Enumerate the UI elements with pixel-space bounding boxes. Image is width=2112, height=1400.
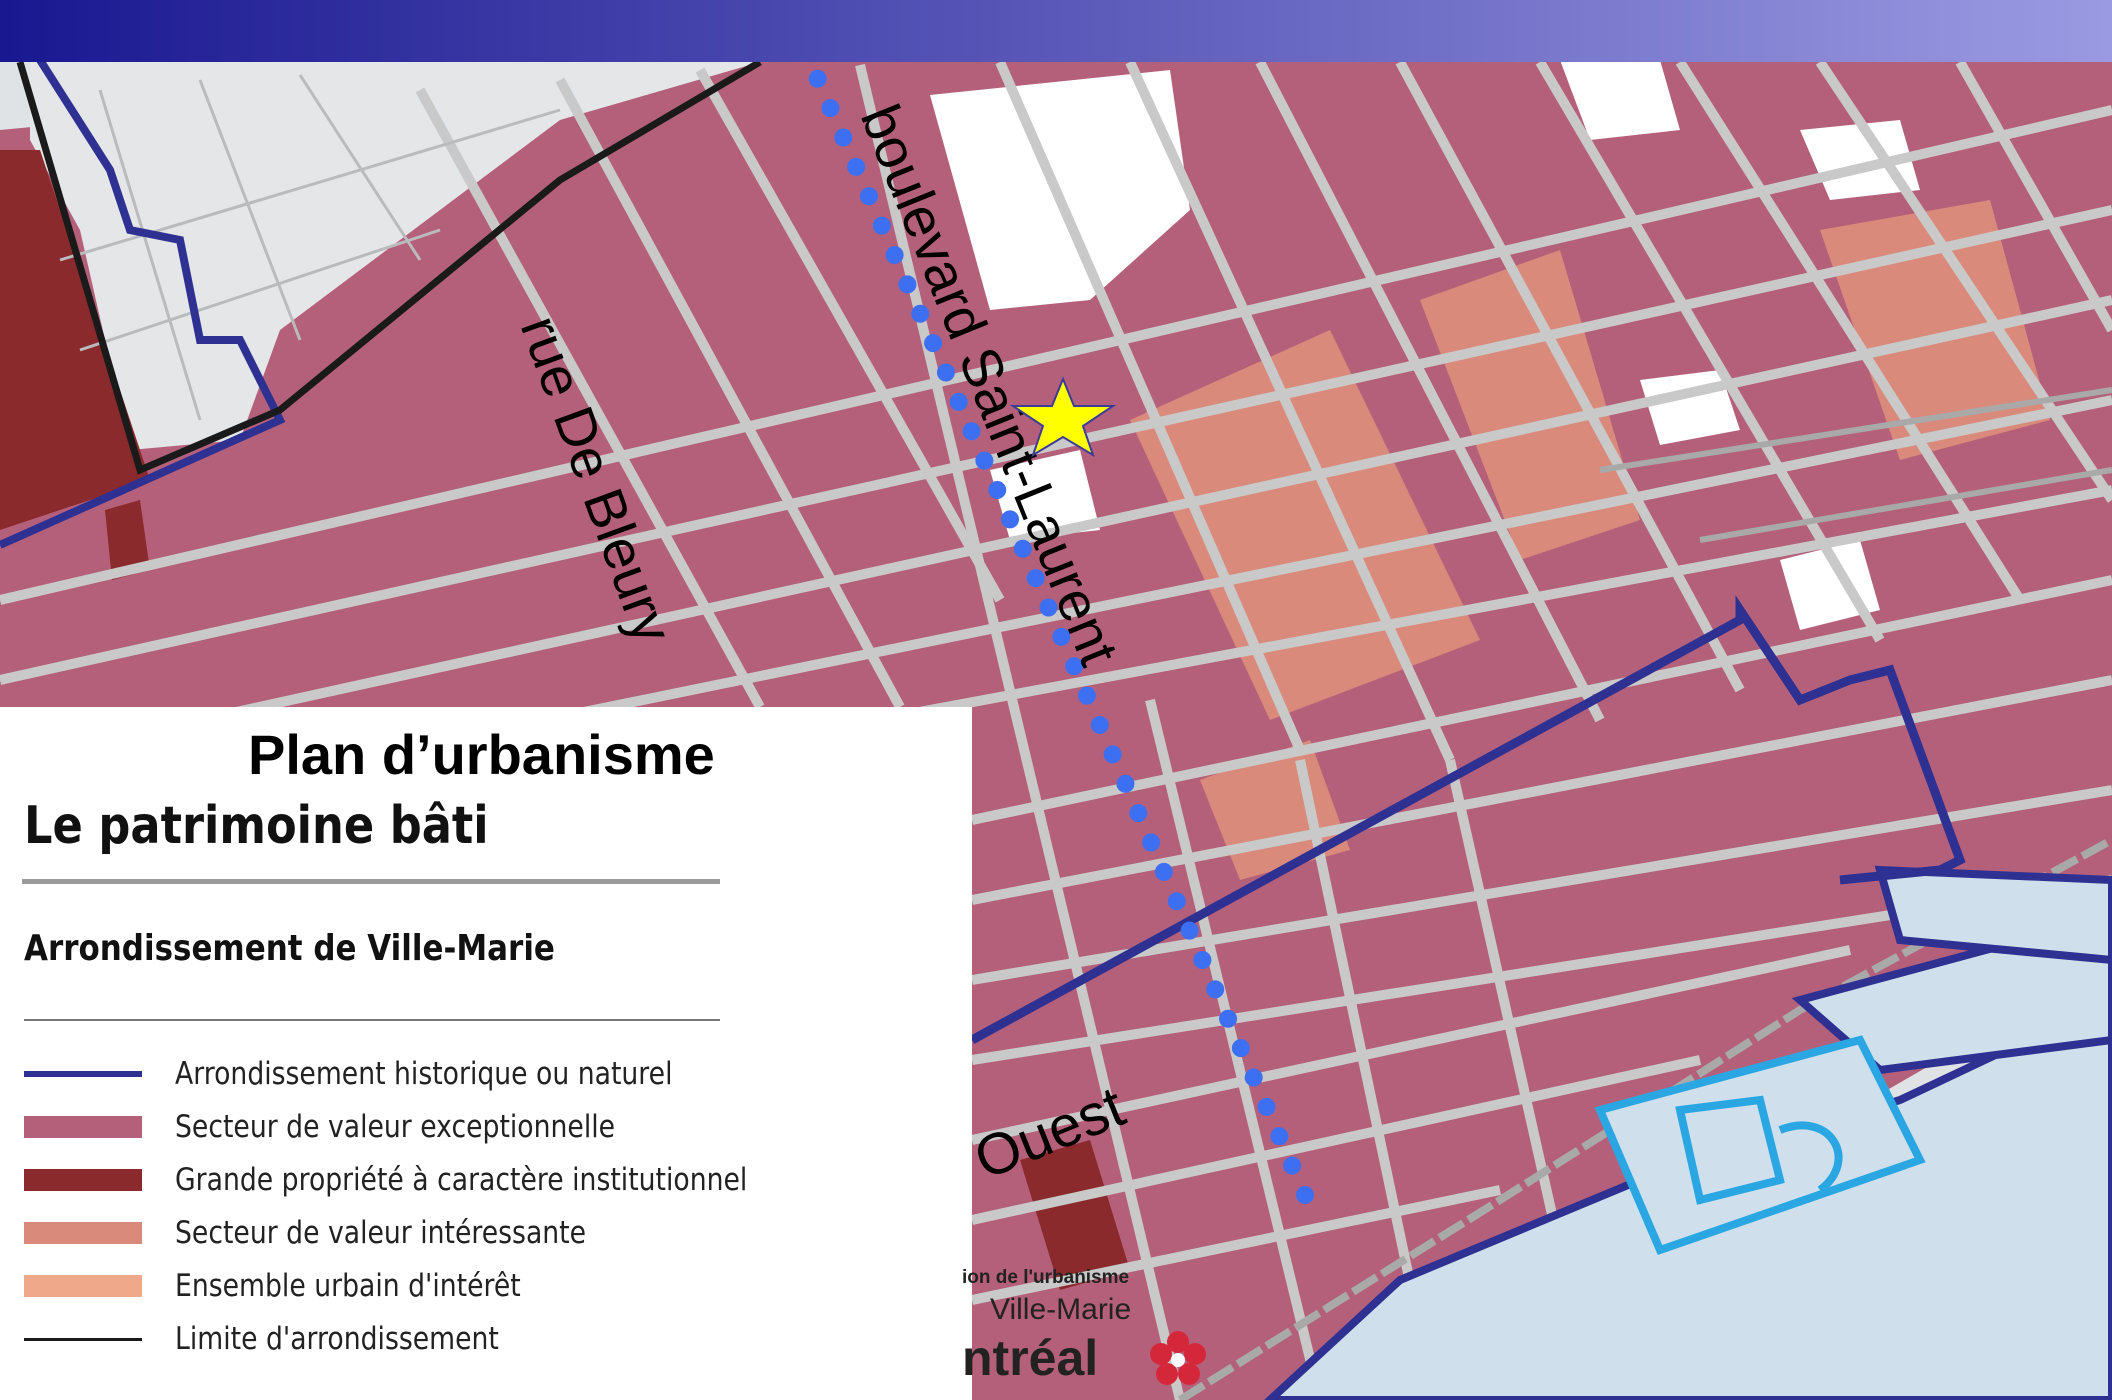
route-dot bbox=[1103, 745, 1122, 764]
header-bar bbox=[0, 0, 2112, 62]
route-dot bbox=[847, 157, 866, 176]
legend-swatch-line bbox=[24, 1338, 142, 1341]
route-dot bbox=[962, 422, 981, 441]
logo-line1: ion de l'urbanisme bbox=[962, 1267, 1129, 1288]
legend-item-label: Ensemble urbain d'intérêt bbox=[175, 1268, 521, 1304]
route-dot bbox=[808, 69, 827, 88]
route-dot bbox=[1270, 1127, 1289, 1146]
route-dot bbox=[924, 334, 943, 353]
legend-divider bbox=[22, 879, 720, 884]
route-dot bbox=[834, 128, 853, 147]
montreal-logo: ion de l'urbanisme Ville-Marie ntréal bbox=[962, 1267, 1206, 1386]
route-dot bbox=[1257, 1097, 1276, 1116]
route-dot bbox=[1154, 862, 1173, 881]
route-dot bbox=[859, 187, 878, 206]
route-dot bbox=[1142, 833, 1161, 852]
route-dot bbox=[1090, 716, 1109, 734]
montreal-rose-icon bbox=[1150, 1331, 1206, 1385]
institutional-properties bbox=[0, 150, 1130, 1290]
legend-item-label: Secteur de valeur exceptionnelle bbox=[175, 1109, 616, 1145]
legend-subtitle: Le patrimoine bâti bbox=[24, 796, 489, 856]
route-dot bbox=[936, 363, 955, 382]
route-dot bbox=[988, 481, 1007, 499]
route-dot bbox=[1193, 951, 1212, 969]
route-dot bbox=[975, 451, 994, 470]
port-structure bbox=[1675, 1095, 1843, 1205]
route-dot bbox=[1001, 510, 1020, 529]
port-pier bbox=[1594, 1035, 1926, 1255]
legend-item-label: Limite d'arrondissement bbox=[175, 1321, 499, 1357]
route-dot bbox=[1219, 1009, 1238, 1028]
legend-item-label: Secteur de valeur intéressante bbox=[175, 1215, 587, 1251]
route-dot bbox=[949, 392, 968, 411]
route-dot bbox=[1231, 1039, 1250, 1058]
route-dot bbox=[898, 275, 917, 294]
route-dot bbox=[1180, 921, 1199, 940]
legend-panel bbox=[0, 707, 972, 1400]
route-dot bbox=[872, 216, 891, 235]
route-dot bbox=[1039, 598, 1058, 617]
star-icon bbox=[1009, 376, 1117, 458]
route-dot bbox=[1167, 892, 1186, 911]
legend-item-label: Arrondissement historique ou naturel bbox=[175, 1056, 673, 1092]
legend-swatch-fill bbox=[24, 1169, 142, 1191]
route-dot bbox=[911, 304, 930, 323]
logo-line2: Ville-Marie bbox=[990, 1293, 1131, 1326]
route-dot bbox=[885, 246, 904, 264]
legend-title: Plan d’urbanisme bbox=[248, 723, 715, 786]
legend-divider-thin bbox=[24, 1019, 720, 1021]
historic-boundary bbox=[0, 57, 286, 549]
route-dot bbox=[1052, 627, 1071, 646]
legend-item-urban-ensemble: Ensemble urbain d'intérêt bbox=[24, 1263, 924, 1309]
route-dot bbox=[1244, 1068, 1263, 1087]
route-dot bbox=[1283, 1156, 1302, 1175]
legend-district: Arrondissement de Ville-Marie bbox=[24, 928, 555, 969]
railway-2 bbox=[1599, 387, 2112, 473]
legend-item-institutional: Grande propriété à caractère institution… bbox=[24, 1157, 924, 1203]
legend-item-label: Grande propriété à caractère institution… bbox=[175, 1162, 748, 1198]
route-dot bbox=[821, 99, 840, 118]
historic-boundary-old-montreal bbox=[969, 595, 1966, 1044]
legend-item-historic-boundary: Arrondissement historique ou naturel bbox=[24, 1051, 924, 1097]
legend-item-interesting-value: Secteur de valeur intéressante bbox=[24, 1210, 924, 1256]
legend-swatch-line bbox=[24, 1071, 142, 1077]
route-dot bbox=[1077, 686, 1096, 705]
railway-3 bbox=[1699, 467, 2112, 543]
route-dot bbox=[1206, 980, 1225, 999]
route-dot bbox=[1116, 774, 1135, 793]
route-dot bbox=[1065, 657, 1084, 676]
legend-swatch-fill bbox=[24, 1116, 142, 1138]
legend-swatch-fill bbox=[24, 1275, 142, 1297]
non-heritage-zone bbox=[30, 62, 760, 450]
legend-item-exceptional-value: Secteur de valeur exceptionnelle bbox=[24, 1104, 924, 1150]
legend-swatch-fill bbox=[24, 1222, 142, 1244]
logo-line3: ntréal bbox=[962, 1330, 1098, 1386]
route-dot bbox=[1296, 1186, 1314, 1204]
borough-limit bbox=[16, 58, 762, 475]
route-dot bbox=[1013, 539, 1032, 558]
route-dot bbox=[1026, 569, 1045, 588]
legend-item-borough-limit: Limite d'arrondissement bbox=[24, 1316, 924, 1362]
route-dot bbox=[1129, 804, 1148, 823]
